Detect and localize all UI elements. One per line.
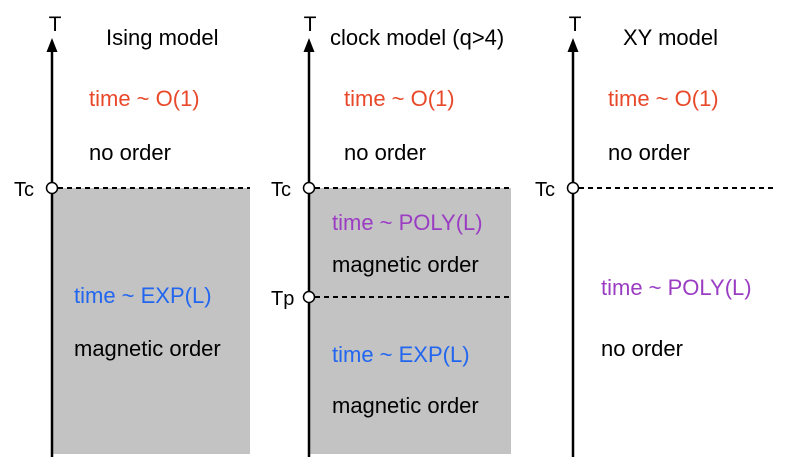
xy-tc-label: Tc [535,179,555,201]
xy-upper-time: time ~ O(1) [608,86,719,111]
ising-ordered-region [52,188,250,454]
clock-lower-time: time ~ EXP(L) [332,342,470,367]
clock-tp-label: Tp [271,288,294,310]
ising-upper-order: no order [89,140,171,165]
xy-panel: T XY model Tc time ~ O(1) no order time … [535,13,776,457]
clock-tc-point [302,181,316,195]
xy-lower-time: time ~ POLY(L) [601,275,752,300]
xy-title: XY model [623,25,718,50]
ising-panel: T Ising model Tc time ~ O(1) no order ti… [14,13,250,457]
ising-tc-point [45,181,59,195]
ising-lower-time: time ~ EXP(L) [74,283,212,308]
clock-axis-arrowhead [303,38,315,52]
xy-axis-label: T [569,13,582,36]
ising-upper-time: time ~ O(1) [89,86,200,111]
clock-ordered-region [309,188,511,454]
clock-title: clock model (q>4) [330,25,504,50]
clock-panel: T clock model (q>4) Tc Tp time ~ O(1) no… [271,13,511,457]
xy-lower-order: no order [601,336,683,361]
ising-lower-order: magnetic order [74,336,221,361]
clock-lower-order: magnetic order [332,393,479,418]
clock-upper-order: no order [344,140,426,165]
clock-axis-label: T [304,13,317,36]
ising-axis-label: T [49,13,62,36]
clock-upper-time: time ~ O(1) [344,86,455,111]
clock-tc-label: Tc [271,179,291,201]
xy-upper-order: no order [608,140,690,165]
xy-axis-arrowhead [567,38,579,52]
ising-title: Ising model [106,25,219,50]
xy-tc-point [566,181,580,195]
clock-mid-time: time ~ POLY(L) [332,210,483,235]
clock-mid-order: magnetic order [332,252,479,277]
ising-axis-arrowhead [46,38,58,52]
clock-tp-point [302,290,316,304]
ising-tc-label: Tc [14,179,34,201]
